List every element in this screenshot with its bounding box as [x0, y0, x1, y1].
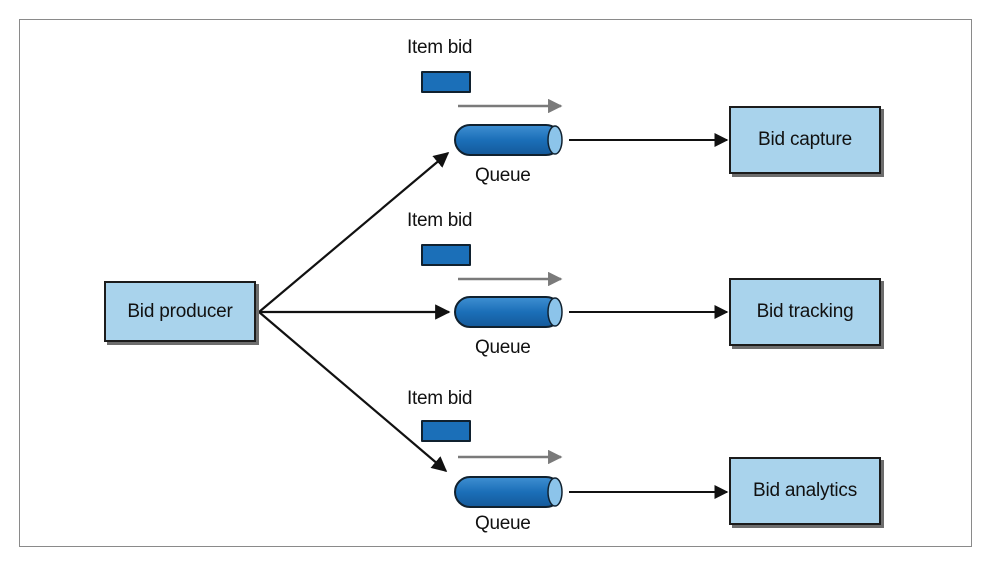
bid-producer-box: Bid producer	[104, 281, 256, 342]
bid-analytics-box: Bid analytics	[729, 457, 881, 525]
item-bid-label-1: Item bid	[407, 37, 473, 58]
diagram-frame	[19, 19, 972, 547]
arrow-producer-to-queue-3	[258, 311, 448, 472]
queue-label-3: Queue	[475, 513, 531, 534]
item-bid-label-3: Item bid	[407, 388, 473, 409]
queue-label-2: Queue	[475, 337, 531, 358]
bid-capture-label: Bid capture	[758, 129, 852, 150]
item-bid-message-1	[421, 71, 471, 93]
bid-tracking-label: Bid tracking	[756, 301, 854, 322]
bid-analytics-label: Bid analytics	[752, 480, 858, 501]
item-bid-label-2: Item bid	[407, 210, 473, 231]
bid-capture-box: Bid capture	[729, 106, 881, 174]
item-bid-message-3	[421, 420, 471, 442]
item-bid-message-2	[421, 244, 471, 266]
queue-cylinder-1	[454, 124, 563, 156]
bid-tracking-box: Bid tracking	[729, 278, 881, 346]
bid-producer-label: Bid producer	[127, 300, 233, 322]
queue-label-1: Queue	[475, 165, 531, 186]
queue-cylinder-2	[454, 296, 563, 328]
arrow-producer-to-queue-1	[258, 152, 450, 313]
queue-cylinder-3	[454, 476, 563, 508]
